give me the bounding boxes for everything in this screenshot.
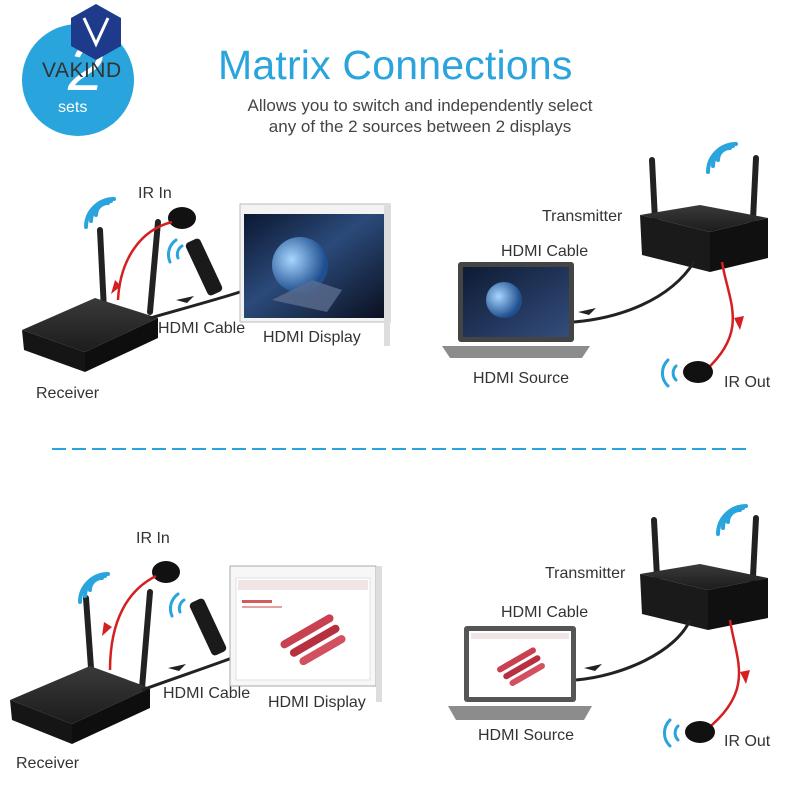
wifi-icon (78, 572, 110, 604)
wifi-icon (663, 718, 680, 748)
page-title: Matrix Connections (218, 42, 573, 88)
vakind-logo-icon (71, 4, 121, 60)
arrow-icon (578, 308, 596, 315)
hdmi-cable-line (575, 619, 692, 682)
ir-out-sensor-bottom (685, 619, 750, 743)
ir-out-sensor-top (683, 261, 744, 383)
label-ir-in: IR In (138, 185, 172, 202)
ir-in-sensor-top (111, 207, 196, 301)
subtitle-line: Allows you to switch and independently s… (247, 96, 593, 115)
page-subtitle: Allows you to switch and independently s… (200, 95, 640, 137)
hdmi-display-screen-bottom (229, 565, 382, 702)
label-transmitter: Transmitter (545, 565, 626, 582)
badge-unit: sets (58, 99, 88, 116)
wifi-icon (168, 592, 186, 618)
label-hdmi-cable: HDMI Cable (158, 320, 246, 337)
hdmi-source-laptop-bottom (448, 626, 592, 720)
remote-control-icon (189, 598, 227, 656)
ir-in-sensor-bottom (102, 561, 180, 671)
label-ir-out: IR Out (724, 374, 771, 391)
label-hdmi-display: HDMI Display (263, 329, 361, 346)
hdmi-cable-line (141, 656, 233, 692)
label-hdmi-display: HDMI Display (268, 694, 366, 711)
subtitle-line: any of the 2 sources between 2 displays (268, 117, 572, 136)
arrow-icon (111, 280, 121, 294)
wifi-icon (166, 238, 184, 264)
hdmi-cable-line (149, 290, 241, 320)
wifi-icon (706, 142, 738, 174)
label-ir-out: IR Out (724, 733, 771, 750)
brand-name: VAKIND (42, 59, 122, 82)
transmitter-device-bottom (640, 515, 768, 630)
arrow-icon (102, 622, 112, 636)
arrow-icon (176, 296, 194, 303)
hdmi-cable-line (573, 261, 696, 324)
receiver-device-top (22, 219, 161, 372)
label-hdmi-source: HDMI Source (478, 727, 575, 744)
receiver-device-bottom (10, 589, 153, 744)
hdmi-display-screen-top (239, 203, 391, 346)
label-receiver: Receiver (36, 385, 100, 402)
wifi-icon (716, 504, 748, 536)
label-hdmi-cable: HDMI Cable (501, 243, 589, 260)
wifi-icon (661, 358, 678, 388)
label-hdmi-source: HDMI Source (473, 370, 570, 387)
label-receiver: Receiver (16, 755, 80, 772)
label-transmitter: Transmitter (542, 208, 623, 225)
arrow-icon (734, 316, 744, 330)
label-hdmi-cable: HDMI Cable (501, 604, 589, 621)
arrow-icon (168, 664, 186, 671)
transmitter-device-top (640, 155, 768, 272)
label-ir-in: IR In (136, 530, 170, 547)
remote-control-icon (185, 238, 223, 296)
arrow-icon (740, 670, 750, 684)
arrow-icon (584, 664, 602, 671)
hdmi-source-laptop-top (442, 262, 590, 358)
wifi-icon (84, 197, 116, 229)
label-hdmi-cable: HDMI Cable (163, 685, 251, 702)
